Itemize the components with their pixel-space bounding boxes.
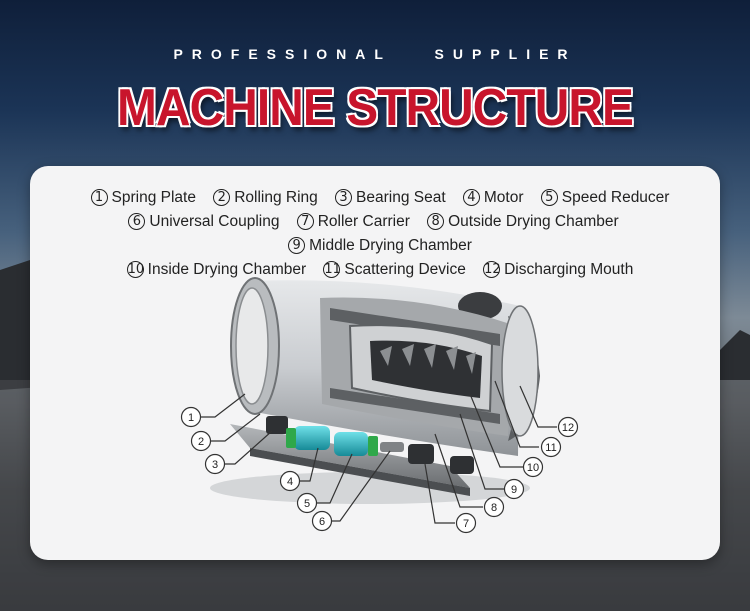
callout-circle: [180, 406, 202, 428]
legend-label: Spring Plate: [111, 189, 196, 206]
legend-number: 11: [323, 261, 341, 278]
callout-circle: [540, 436, 562, 458]
end-cap: [501, 305, 539, 437]
callout-number: 5: [304, 498, 310, 510]
legend-label: Scattering Device: [344, 261, 466, 278]
callout-number: 3: [212, 459, 218, 471]
callout-number: 2: [198, 436, 204, 448]
callout-lines: [201, 380, 557, 524]
callout-number: 1: [188, 412, 194, 424]
callout-number: 7: [463, 518, 469, 530]
callout-markers: [180, 406, 579, 534]
legend-number: 6: [128, 213, 146, 230]
legend-label: Rolling Ring: [234, 189, 318, 206]
legend-label: Speed Reducer: [561, 189, 670, 206]
legend-label: Inside Drying Chamber: [147, 261, 307, 278]
legend-number: 8: [427, 213, 445, 230]
dryer-machine-illustration: 1 2 3 4 5 6 7 8 9 10 11 12: [180, 277, 579, 534]
legend-number: 5: [540, 189, 558, 206]
roller-carrier: [408, 444, 434, 464]
legend-label: Bearing Seat: [356, 189, 446, 206]
callout-number: 12: [562, 422, 574, 434]
base-frame-side: [250, 448, 470, 496]
legend-number: 1: [90, 189, 108, 206]
legend-label: Outside Drying Chamber: [448, 213, 619, 230]
legend-label: Discharging Mouth: [504, 261, 634, 278]
callout-number: 6: [319, 516, 325, 528]
scattering-blades: [380, 344, 476, 374]
universal-coupling: [380, 442, 404, 452]
legend-number: 9: [288, 237, 306, 254]
legend-number: 4: [462, 189, 480, 206]
callout-circle: [204, 453, 226, 475]
callout-number: 9: [511, 484, 517, 496]
reducer-coupling: [368, 436, 378, 456]
callout-circle: [455, 512, 477, 534]
callout-number: 10: [527, 462, 539, 474]
legend-number: 3: [335, 189, 353, 206]
motor-body: [294, 426, 330, 450]
legend-label: Roller Carrier: [317, 213, 410, 230]
callout-numbers: 1 2 3 4 5 6 7 8 9 10 11 12: [188, 412, 574, 530]
header-title: MACHINE STRUCTURE: [117, 79, 634, 137]
legend-number: 12: [483, 261, 501, 278]
callout-number: 4: [287, 476, 293, 488]
legend-number: 7: [296, 213, 314, 230]
callout-circle: [557, 416, 579, 438]
spring-plate: [235, 287, 269, 405]
callout-circle: [279, 470, 301, 492]
legend-label: Middle Drying Chamber: [309, 237, 472, 254]
legend-number: 2: [213, 189, 231, 206]
callout-circle: [190, 430, 212, 452]
callout-circle: [522, 456, 544, 478]
callout-circle: [296, 492, 318, 514]
callout-circle: [503, 478, 525, 500]
roller-carrier-right: [450, 456, 474, 474]
callout-number: 11: [545, 442, 556, 454]
legend-number: 10: [126, 261, 145, 278]
bearing-seat: [266, 416, 288, 434]
header-subtitle: PROFESSIONAL SUPPLIER: [173, 46, 577, 62]
speed-reducer: [334, 432, 368, 456]
callout-circle: [311, 510, 333, 532]
legend-label: Motor: [483, 189, 524, 206]
callout-circle: [483, 496, 505, 518]
callout-number: 8: [491, 502, 497, 514]
motor-coupling: [286, 428, 296, 448]
legend-label: Universal Coupling: [149, 213, 280, 230]
